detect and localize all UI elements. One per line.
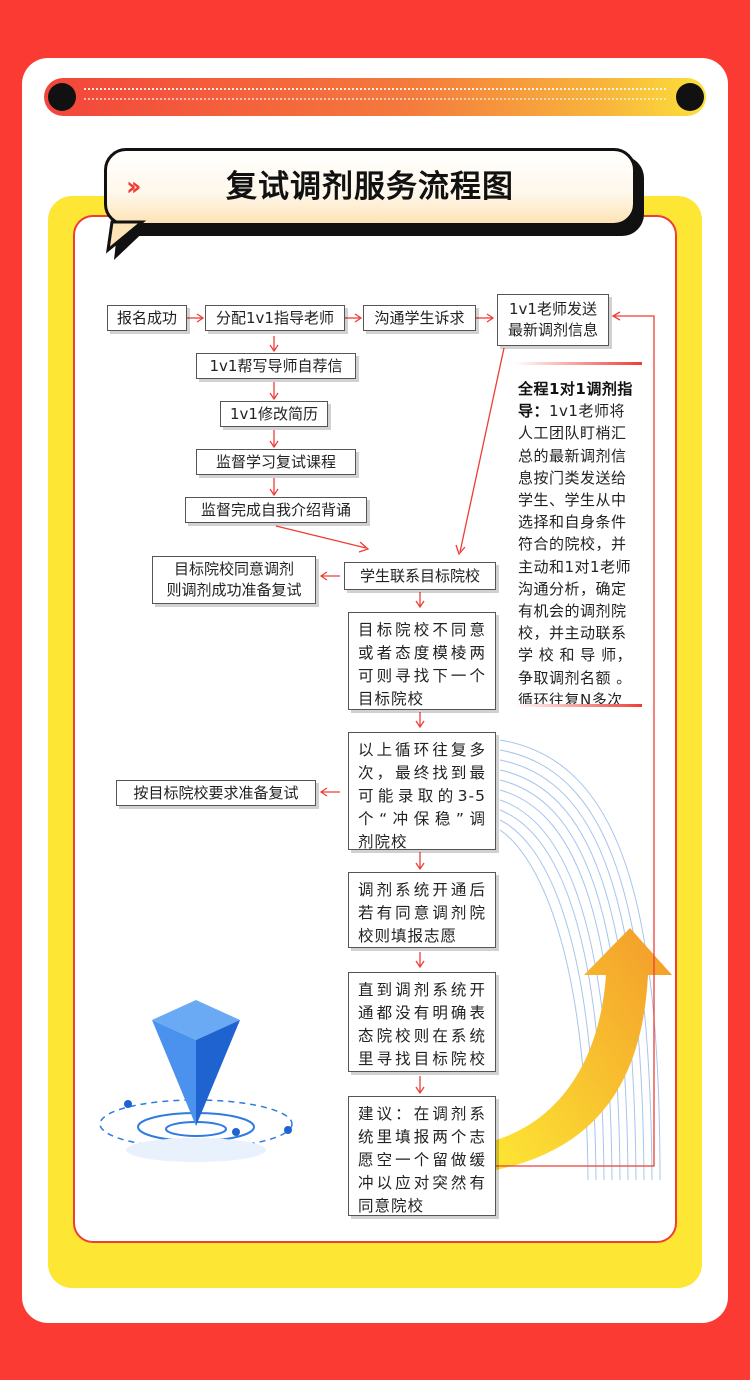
text-line: 或者态度模棱两	[358, 644, 486, 662]
text-line: 统里填报两个志	[358, 1128, 486, 1146]
step-prepare-retest: 按目标院校要求准备复试	[116, 780, 316, 806]
text-line: 态院校则在系统	[358, 1027, 486, 1045]
text-line: 校则填报志愿	[358, 927, 458, 945]
page-title: 复试调剂服务流程图	[226, 169, 514, 205]
text-line: 同意院校	[358, 1197, 425, 1215]
text-line: 个“冲保稳”调	[358, 810, 486, 828]
side-note-top-rule	[514, 362, 642, 365]
step-loop-find-schools: 以上循环往复多 次，最终找到最 可能录取的3-5 个“冲保稳”调 剂院校	[348, 732, 496, 851]
text-line: 若有同意调剂院	[358, 904, 486, 922]
text-line: 冲以应对突然有	[358, 1174, 486, 1192]
text-line: 目标院校	[358, 690, 425, 708]
side-note-text: 有机会的调剂院	[518, 602, 627, 621]
text-line: 次，最终找到最	[358, 764, 486, 782]
text-line: 剂院校	[358, 833, 408, 851]
dotted-line	[84, 88, 666, 90]
step-study-retest-course: 监督学习复试课程	[196, 449, 356, 475]
side-note: 全程1对1调剂指 导：1v1老师将 人工团队盯梢汇 总的最新调剂信 息按门类发送…	[518, 378, 646, 711]
step-target-agrees-line1: 目标院校同意调剂	[173, 560, 294, 578]
dotted-line	[84, 98, 666, 100]
text-line: 目标院校不同意	[358, 621, 486, 639]
step-recommendation-letter: 1v1帮写导师自荐信	[196, 353, 356, 379]
step-suggestion: 建议：在调剂系 统里填报两个志 愿空一个留做缓 冲以应对突然有 同意院校	[348, 1096, 496, 1216]
side-note-text: 沟通分析，确定	[518, 579, 627, 598]
side-note-bottom-rule	[514, 704, 642, 707]
big-curved-arrow	[496, 928, 672, 1170]
text-line: 里寻找目标院校	[358, 1050, 486, 1068]
side-note-text: 符合的院校，并	[518, 535, 627, 554]
side-note-text: 学生、学生从中	[518, 491, 627, 510]
step-send-info: 1v1老师发送 最新调剂信息	[497, 294, 609, 346]
step-target-declines: 目标院校不同意 或者态度模棱两 可则寻找下一个 目标院校	[348, 612, 496, 710]
text-line: 直到调剂系统开	[358, 981, 486, 999]
step-communicate-needs: 沟通学生诉求	[363, 305, 476, 331]
text-line: 通都没有明确表	[358, 1004, 486, 1022]
side-note-text: 息按门类发送给	[518, 468, 627, 487]
side-note-text: 人工团队盯梢汇	[518, 424, 627, 443]
side-note-text: 选择和自身条件	[518, 513, 627, 532]
connectors	[186, 311, 655, 1167]
step-target-agrees-line2: 则调剂成功准备复试	[166, 581, 302, 599]
cone-icon	[99, 1000, 293, 1162]
step-find-in-system: 直到调剂系统开 通都没有明确表 态院校则在系统 里寻找目标院校	[348, 972, 496, 1072]
binder-hole-left	[48, 83, 76, 111]
side-note-text: 学 校 和 导 师，	[518, 646, 633, 665]
step-register-success: 报名成功	[107, 305, 187, 331]
step-system-open: 调剂系统开通后 若有同意调剂院 校则填报志愿	[348, 872, 496, 948]
text-line: 可则寻找下一个	[358, 667, 486, 685]
text-line: 调剂系统开通后	[358, 881, 486, 899]
binder-strip	[44, 78, 706, 116]
text-line: 以上循环往复多	[358, 741, 486, 759]
text-line: 愿空一个留做缓	[358, 1151, 486, 1169]
side-note-text: 争取调剂名额 。	[518, 668, 632, 687]
step-target-agrees: 目标院校同意调剂 则调剂成功准备复试	[152, 556, 316, 604]
side-note-heading-2: 导：	[518, 402, 550, 421]
step-self-intro: 监督完成自我介绍背诵	[185, 497, 367, 523]
side-note-text: 1v1老师将	[549, 402, 625, 421]
side-note-text: 循环往复N多次	[518, 690, 623, 709]
step-assign-tutor: 分配1v1指导老师	[205, 305, 345, 331]
side-note-text: 校，并主动联系	[518, 624, 627, 643]
step-contact-target: 学生联系目标院校	[344, 562, 496, 590]
step-send-info-line2: 最新调剂信息	[507, 321, 598, 339]
text-line: 建议：在调剂系	[358, 1105, 486, 1123]
step-send-info-line1: 1v1老师发送	[509, 300, 597, 318]
side-note-heading-tail: 导：1v1老师将	[518, 400, 646, 422]
side-note-text: 主动和1对1老师	[518, 557, 632, 576]
side-note-heading: 全程1对1调剂指	[518, 380, 633, 398]
wave-lines	[499, 739, 661, 1181]
title-banner	[104, 148, 636, 226]
binder-hole-right	[676, 83, 704, 111]
text-line: 可能录取的3-5	[358, 787, 486, 805]
side-note-text: 总的最新调剂信	[518, 446, 627, 465]
step-revise-resume: 1v1修改简历	[220, 401, 328, 427]
